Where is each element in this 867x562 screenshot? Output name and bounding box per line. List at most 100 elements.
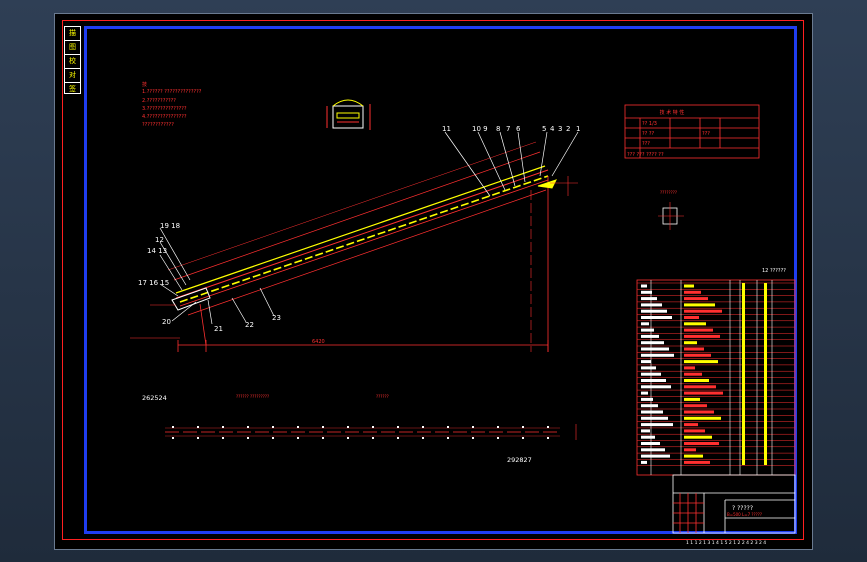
bom-row-text	[684, 385, 716, 389]
bom-row-code	[641, 423, 673, 427]
idler-mark	[472, 426, 474, 428]
idler-mark	[347, 437, 349, 439]
bom-row-code	[641, 334, 659, 338]
callout-label: 14 13	[147, 247, 167, 255]
notes-line: 3.???????????????	[142, 106, 187, 112]
bom-row-code	[641, 303, 662, 307]
idler-mark	[472, 437, 474, 439]
bom-row-code	[641, 316, 672, 319]
idler-mark	[397, 426, 399, 428]
plan-view: 262524 292827 ?????? ????????? ??????	[142, 394, 577, 464]
dimension-label: 6420	[312, 339, 325, 345]
bom-row-text	[684, 347, 704, 351]
small-detail-label: ????????	[660, 190, 677, 195]
bom-row-text	[684, 341, 697, 345]
title-block-subtitle: B=500 L=7 ?????	[727, 512, 762, 517]
bom-row-code	[641, 385, 671, 389]
bom-row-code	[641, 290, 652, 294]
idler-mark	[372, 437, 374, 439]
bom-row-text	[684, 454, 703, 458]
bom-row-text	[684, 423, 698, 427]
stamp-cell: 图	[65, 41, 80, 55]
stamp-cell: 签	[69, 85, 76, 93]
title-block-text: ? ????? B=500 L=7 ????? 1 1 1 2 1 3 1 4 …	[686, 505, 766, 546]
bom-row-code	[641, 366, 656, 370]
bom-row-text	[684, 290, 701, 294]
callout-label: 4	[550, 125, 555, 133]
idler-mark	[172, 426, 174, 428]
plan-note: ?????? ?????????	[236, 394, 269, 399]
bom-row-text	[684, 435, 712, 439]
callout-label: 6	[516, 125, 521, 133]
bom-row-code	[641, 309, 667, 313]
bom-row-code	[641, 391, 648, 395]
tech-spec-text: 技 术 特 性 ?? 1/3 ?? ?? ??? ??? ??? ??? ???…	[627, 109, 710, 158]
tech-spec-table	[624, 104, 760, 159]
stamp-column: 描 图 校 对 签	[64, 26, 81, 94]
bom-row-text	[684, 391, 723, 395]
small-detail: ????????	[658, 190, 684, 230]
bom-row-text	[684, 442, 719, 445]
idler-marks	[172, 426, 549, 439]
idler-mark	[272, 437, 274, 439]
bom-row-text	[684, 284, 694, 288]
bom-row-text	[684, 372, 702, 376]
callout-label: 17 16 15	[138, 279, 169, 287]
idler-mark	[422, 437, 424, 439]
callout-label: 20	[162, 318, 171, 326]
notes-line: 4.???????????????	[142, 114, 187, 120]
bom-row-code	[641, 347, 669, 351]
callout-label: 23	[272, 314, 281, 322]
tech-spec-row: ???	[642, 141, 650, 147]
idler-mark	[447, 437, 449, 439]
tech-spec-row: ??? ??? ???? ??	[627, 152, 664, 158]
idler-mark	[297, 426, 299, 428]
idler-mark	[322, 437, 324, 439]
plan-label-right: 292827	[507, 456, 532, 464]
bom-row-text	[684, 366, 695, 370]
title-block	[672, 474, 796, 534]
idler-mark	[397, 437, 399, 439]
notes-line: 2.???????????	[142, 98, 176, 104]
idler-mark	[247, 437, 249, 439]
bom-row-code	[641, 454, 670, 458]
bom-row-text	[684, 303, 715, 307]
bom-row-code	[641, 297, 657, 301]
drawing-number-strip: 1 1 1 2 1 3 1 4 1 5 2 1 2 2 4 2 3 2 4	[686, 540, 766, 546]
idler-mark	[297, 437, 299, 439]
notes-line: 1.?????? ??????????????	[142, 89, 202, 95]
bom-row-text	[684, 416, 721, 420]
idler-mark	[547, 437, 549, 439]
idler-mark	[522, 437, 524, 439]
bom-row-text	[684, 309, 722, 313]
bom-row-code	[641, 353, 674, 357]
tech-spec-row: ???	[702, 131, 710, 137]
idler-mark	[522, 426, 524, 428]
notes-line: ????????????	[142, 122, 174, 128]
bom-row-code	[641, 416, 668, 420]
bom-row-text	[684, 460, 710, 464]
roller-section-detail	[326, 99, 371, 130]
title-block-title: ? ?????	[732, 505, 753, 512]
idler-mark	[547, 426, 549, 428]
bom-table: 12 ??????	[636, 268, 796, 476]
idler-mark	[347, 426, 349, 428]
callout-label: 7	[506, 125, 510, 133]
bom-row-code	[641, 360, 651, 364]
idler-mark	[197, 426, 199, 428]
bom-row-text	[684, 328, 713, 332]
callout-label: 12	[155, 236, 164, 244]
notes-title: 技	[142, 81, 147, 88]
tech-spec-header: 技 术 特 性	[660, 109, 685, 116]
bom-row-text	[684, 404, 707, 408]
bom-row-text	[684, 397, 700, 401]
bom-row-code	[641, 379, 666, 382]
idler-mark	[247, 426, 249, 428]
callout-label: 8	[496, 125, 500, 133]
bom-row-text	[684, 297, 708, 301]
stamp-cell: 对	[65, 69, 80, 83]
stamp-cell: 校	[65, 55, 80, 69]
idler-mark	[322, 426, 324, 428]
idler-mark	[372, 426, 374, 428]
bom-label: 12 ??????	[762, 268, 786, 274]
